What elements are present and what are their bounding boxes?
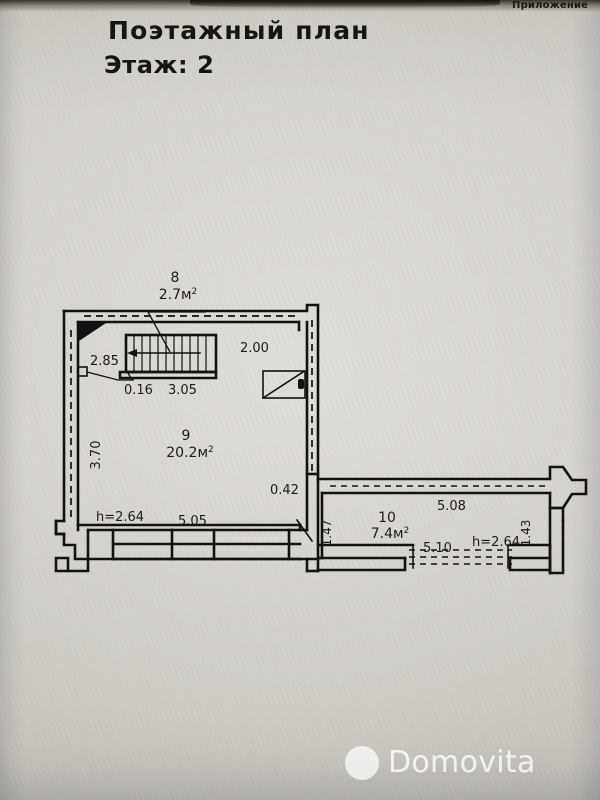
leader-line-tread-2 <box>127 372 133 381</box>
room-9-area: 20.2м2 <box>166 445 213 461</box>
room-8-area: 2.7м2 <box>159 287 198 303</box>
dim-room9-ceiling: h=2.64 <box>96 510 144 525</box>
room-10-number: 10 <box>378 510 396 526</box>
leader-line-tread <box>86 371 134 381</box>
wall-partition-dashed-lines <box>70 315 313 520</box>
center-connecting-wall <box>295 472 320 573</box>
dim-room8-left: 2.85 <box>90 354 119 369</box>
outer-wall-room10 <box>316 465 588 575</box>
door-swing-symbol <box>261 370 306 400</box>
bottom-balcony-room9 <box>54 519 302 573</box>
floor-label: Этаж: 2 <box>104 51 215 79</box>
dim-room10-bottom: 5.10 <box>423 541 452 556</box>
room-9-number: 9 <box>182 428 191 444</box>
leader-line-room8 <box>147 311 171 353</box>
room-8-number: 8 <box>171 270 180 286</box>
outer-wall-upper-block <box>62 303 320 527</box>
dim-room10-ceiling: h=2.64 <box>472 535 520 550</box>
dim-top-right-span: 2.00 <box>240 341 269 356</box>
annex-label: Приложение <box>512 0 589 11</box>
dim-stair-tread: 0.16 <box>124 383 153 398</box>
dim-room9-bottom: 5.05 <box>178 514 207 529</box>
wall-hatch-triangle <box>79 323 106 341</box>
page-title: Поэтажный план <box>108 16 370 45</box>
dim-room10-top: 5.08 <box>437 499 466 514</box>
stair-tread-marker <box>77 366 88 377</box>
dim-stair-run: 3.05 <box>168 383 197 398</box>
staircase-symbol <box>118 333 218 380</box>
dim-room10-right: 1.43 <box>519 520 533 547</box>
dim-wall-offset: 0.42 <box>270 483 299 498</box>
dim-room9-left-height: 3.70 <box>89 441 104 470</box>
window-dashed-opening <box>409 544 512 569</box>
dim-room10-left: 1.47 <box>320 520 334 547</box>
room-10-area: 7.4м2 <box>371 526 410 542</box>
